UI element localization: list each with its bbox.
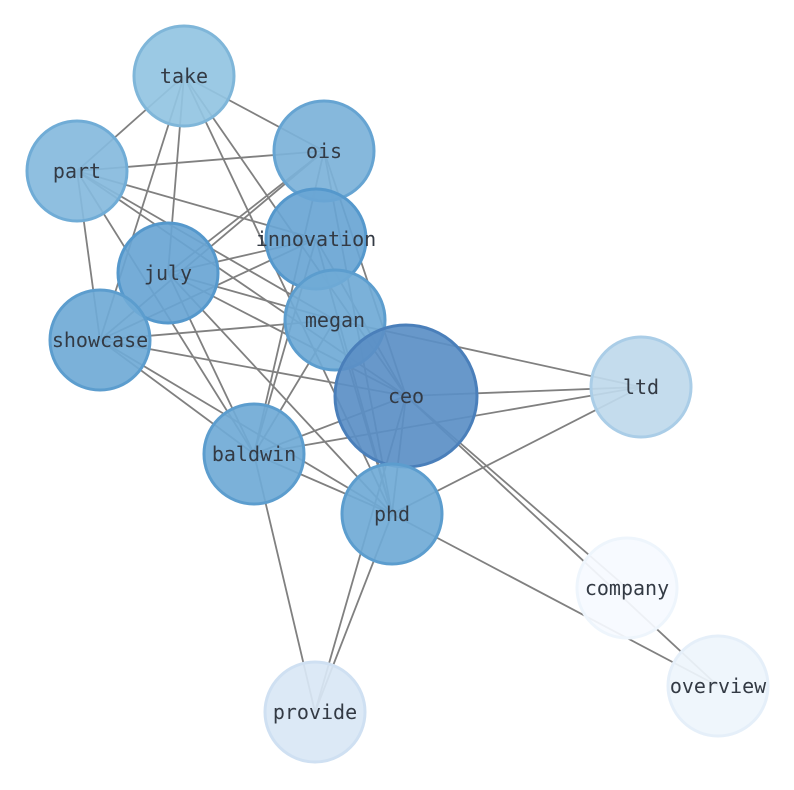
node-label-ltd: ltd [623, 375, 659, 399]
node-label-july: july [144, 261, 192, 285]
node-part[interactable]: part [25, 119, 129, 223]
node-july[interactable]: july [116, 221, 220, 325]
node-take[interactable]: take [132, 24, 236, 128]
node-company[interactable]: company [575, 536, 679, 640]
edge-july-phd [167, 272, 393, 515]
node-showcase[interactable]: showcase [48, 288, 152, 392]
edge-phd-overview [391, 513, 719, 687]
node-circle-overview [666, 634, 770, 738]
node-label-provide: provide [273, 700, 357, 724]
node-label-baldwin: baldwin [212, 442, 296, 466]
node-circle-company [575, 536, 679, 640]
node-provide[interactable]: provide [263, 660, 367, 764]
node-label-company: company [585, 576, 669, 600]
node-phd[interactable]: phd [340, 462, 444, 566]
node-layer: take ois part innovation july megan showcase lt… [25, 24, 770, 764]
node-label-ceo: ceo [388, 384, 424, 408]
node-label-take: take [160, 64, 208, 88]
node-ltd[interactable]: ltd [589, 335, 693, 439]
node-label-phd: phd [374, 502, 410, 526]
node-circle-part [25, 119, 129, 223]
node-circle-showcase [48, 288, 152, 392]
node-circle-provide [263, 660, 367, 764]
node-circle-phd [340, 462, 444, 566]
node-circle-ltd [589, 335, 693, 439]
node-baldwin[interactable]: baldwin [202, 402, 306, 506]
node-label-showcase: showcase [52, 328, 148, 352]
node-label-overview: overview [670, 674, 767, 698]
node-circle-july [116, 221, 220, 325]
node-circle-baldwin [202, 402, 306, 506]
node-label-ois: ois [306, 139, 342, 163]
node-ceo[interactable]: ceo [333, 323, 479, 469]
node-circle-take [132, 24, 236, 128]
node-overview[interactable]: overview [666, 634, 770, 738]
node-innovation[interactable]: innovation [256, 187, 376, 291]
node-label-part: part [53, 159, 101, 183]
node-label-innovation: innovation [256, 227, 376, 251]
node-label-megan: megan [305, 308, 365, 332]
node-ois[interactable]: ois [272, 99, 376, 203]
